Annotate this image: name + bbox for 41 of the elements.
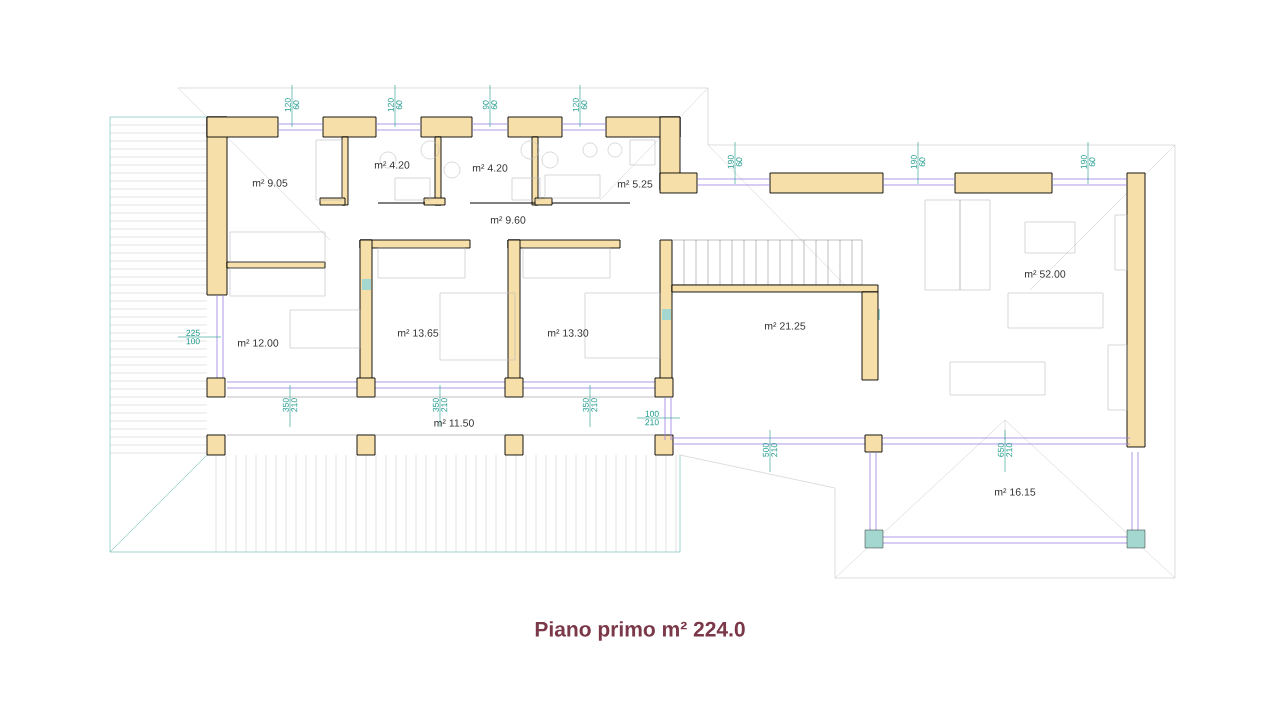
dimension-label: 210 (771, 443, 778, 457)
dimension-label: 210 (645, 419, 659, 426)
dimension-label: 90 (482, 100, 489, 110)
dimension-label: 60 (1089, 157, 1096, 167)
dimension-label: 190 (727, 155, 734, 169)
dimension-label: 350 (432, 398, 439, 412)
room-area-label: m² 9.05 (252, 179, 288, 187)
dimension-label: 100 (645, 410, 659, 417)
dimension-label: 210 (591, 398, 598, 412)
dimension-label: 120 (284, 98, 291, 112)
dimension-label: 60 (581, 100, 588, 110)
dimension-label: 650 (997, 443, 1004, 457)
room-area-label: m² 4.20 (374, 161, 410, 169)
room-area-label: m² 4.20 (472, 164, 508, 172)
dimension-label: 120 (387, 98, 394, 112)
dimension-label: 60 (396, 100, 403, 110)
room-area-label: m² 13.30 (548, 329, 589, 337)
dimension-label: 60 (491, 100, 498, 110)
dimension-label: 210 (1006, 443, 1013, 457)
room-area-label: m² 5.25 (617, 180, 653, 188)
dimension-label: 60 (736, 157, 743, 167)
dimension-label: 190 (1080, 155, 1087, 169)
dimension-label: 350 (582, 398, 589, 412)
room-area-label: m² 16.15 (995, 488, 1036, 496)
dimension-label: 350 (282, 398, 289, 412)
dimension-label: 100 (186, 338, 200, 345)
dimension-label: 120 (572, 98, 579, 112)
dimension-label: 60 (919, 157, 926, 167)
room-area-label: m² 52.00 (1024, 270, 1066, 278)
dimension-label: 500 (762, 443, 769, 457)
room-area-label: m² 9.60 (490, 216, 526, 224)
dimension-label: 210 (291, 398, 298, 412)
room-area-label: m² 13.65 (398, 329, 439, 337)
room-area-label: m² 11.50 (434, 419, 474, 427)
dimension-label: 190 (910, 155, 917, 169)
dimension-label: 225 (186, 329, 200, 336)
room-area-label: m² 21.25 (765, 322, 806, 330)
dimension-label: 60 (293, 100, 300, 110)
title: Piano primo m² 224.0 (535, 621, 745, 641)
room-area-label: m² 12.00 (238, 339, 279, 347)
dimension-label: 210 (441, 398, 448, 412)
